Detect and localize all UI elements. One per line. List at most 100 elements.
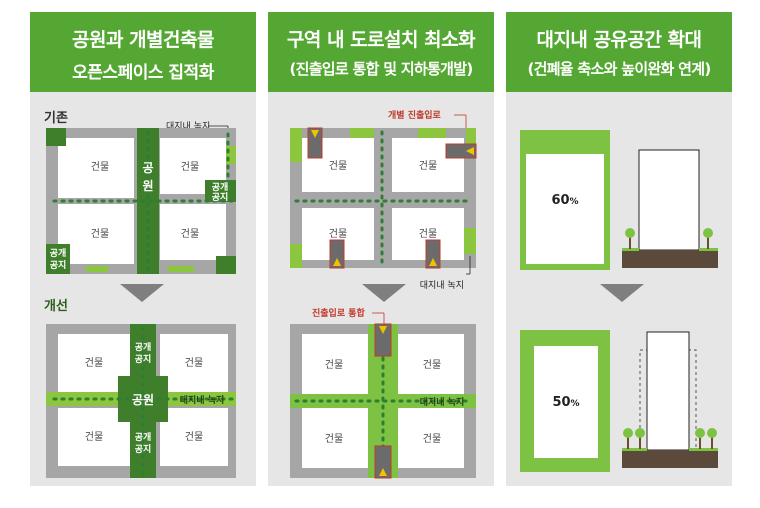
tree-icon [635, 428, 645, 449]
building-label: 건물 [185, 431, 203, 443]
green-strip [466, 128, 476, 148]
building-label: 건물 [181, 228, 199, 240]
panel-title-line2: (진출입로 통합 및 지하통개발) [289, 60, 473, 78]
open-space-label: 공개 [50, 247, 67, 259]
corner-green [216, 256, 236, 274]
lot-building [160, 334, 228, 392]
panel-title-line1: 공원과 개별건축물 [72, 29, 214, 51]
green-strip [350, 128, 374, 138]
entrance-arrow-icon [311, 130, 319, 138]
panel-open-space: 공원과 개별건축물 오픈스페이스 집적화 기존 대지내 녹지 건물 건물 건물 … [30, 12, 256, 486]
building-elevation [646, 331, 690, 451]
combined-driveway [374, 323, 392, 357]
coverage-ratio-before: 60% [551, 193, 578, 208]
building-label: 건물 [85, 431, 103, 443]
building-label: 건물 [329, 160, 347, 172]
lot-building [58, 204, 134, 264]
building-label: 건물 [423, 433, 441, 445]
down-arrow-icon [600, 284, 644, 302]
open-space-label: 공개 [212, 181, 229, 193]
tree-icon [625, 228, 635, 249]
park-label: 원 [142, 179, 153, 193]
panel-header: 공원과 개별건축물 오픈스페이스 집적화 [30, 12, 256, 92]
panel-title-line1: 대지내 공유공간 확대 [536, 29, 702, 51]
panel-title-line2: 오픈스페이스 집적화 [72, 63, 214, 83]
tree-icon [703, 228, 713, 249]
building-label: 건물 [325, 433, 343, 445]
before-label: 기존 [44, 111, 68, 126]
corner-green [46, 128, 66, 146]
open-space-diagram: 기존 대지내 녹지 건물 건물 건물 건물 공 원 공개 공지 공개 공지 개선 [44, 111, 236, 478]
tree-icon [623, 428, 633, 449]
lot-building [302, 408, 368, 468]
open-space-label: 공지 [50, 259, 67, 271]
green-strip [290, 128, 302, 162]
building-label: 건물 [329, 228, 347, 240]
green-note-label: 대지내 녹지 [420, 396, 465, 408]
green-strip [86, 266, 108, 272]
panel-header: 구역 내 도로설치 최소화 (진출입로 통합 및 지하통개발) [268, 12, 494, 92]
tree-icon [695, 428, 705, 449]
building-label: 건물 [325, 359, 343, 371]
lot-building [160, 204, 226, 260]
driveway-entrance [307, 127, 323, 159]
green-strip [168, 266, 194, 272]
green-note-label: 대지내 녹지 [180, 394, 225, 406]
ground-grass [622, 448, 647, 451]
building-label: 건물 [185, 357, 203, 369]
open-space-box [205, 180, 236, 202]
lot-building [398, 408, 464, 468]
entrance-arrow-icon [333, 258, 341, 266]
driveway-entrance [329, 239, 345, 269]
ground-soil [622, 450, 718, 468]
coverage-ratio-diagram: 60% 50% [520, 130, 718, 472]
green-note-label: 대지내 녹지 [420, 280, 464, 291]
building-footprint [534, 346, 598, 458]
entrance-arrow-icon [379, 468, 387, 476]
park-label: 공 [142, 161, 153, 175]
down-arrow-icon [362, 284, 406, 302]
building-label: 건물 [181, 161, 199, 173]
park-label: 공원 [132, 393, 154, 407]
green-strip [290, 244, 302, 268]
entrance-arrow-icon [466, 147, 474, 155]
open-space-label: 공지 [135, 353, 152, 365]
building-label: 건물 [423, 359, 441, 371]
building-label: 건물 [91, 228, 109, 240]
combined-driveway [374, 445, 392, 479]
panel-shared-space: 대지내 공유공간 확대 (건폐율 축소와 높이완화 연계) 60% 50% [506, 12, 732, 486]
driveway-entrance [425, 239, 441, 269]
panel-header: 대지내 공유공간 확대 (건폐율 축소와 높이완화 연계) [506, 12, 732, 92]
open-space-label: 공개 [135, 431, 152, 443]
green-strip [464, 228, 476, 254]
down-arrow-icon [120, 284, 164, 302]
coverage-ratio-after: 50% [552, 395, 579, 410]
open-space-label: 공지 [135, 443, 152, 455]
entrance-arrow-icon [429, 258, 437, 266]
ground-grass [689, 448, 718, 451]
lot-building [160, 408, 228, 466]
ground-grass [622, 248, 639, 251]
building-footprint [526, 154, 604, 264]
driveway-entrance [445, 143, 477, 159]
panel-title-line1: 구역 내 도로설치 최소화 [286, 29, 476, 51]
green-strip [418, 128, 446, 138]
green-note-label: 대지내 녹지 [166, 121, 210, 132]
entrance-note-label: 개별 진출입로 [388, 109, 442, 121]
building-label: 건물 [91, 161, 109, 173]
entrance-arrow-icon [379, 326, 387, 334]
after-label: 개선 [44, 298, 68, 314]
park-strip [137, 128, 159, 274]
building-elevation [638, 149, 700, 251]
ground-grass [699, 248, 718, 251]
panel-road-minimization: 구역 내 도로설치 최소화 (진출입로 통합 및 지하통개발) 개별 진출입로 … [268, 12, 494, 486]
road-diagram: 개별 진출입로 건물 건물 건물 건물 대지내 녹지 진출입로 통합 [290, 109, 477, 479]
ground-soil [622, 250, 718, 268]
building-label: 건물 [419, 160, 437, 172]
lot-building [302, 334, 368, 394]
combined-entrance-label: 진출입로 통합 [312, 307, 366, 319]
building-label: 건물 [85, 357, 103, 369]
open-space-label: 공지 [212, 191, 229, 203]
open-space-box [46, 244, 70, 274]
panel-title-line2: (건폐율 축소와 높이완화 연계) [527, 60, 711, 78]
